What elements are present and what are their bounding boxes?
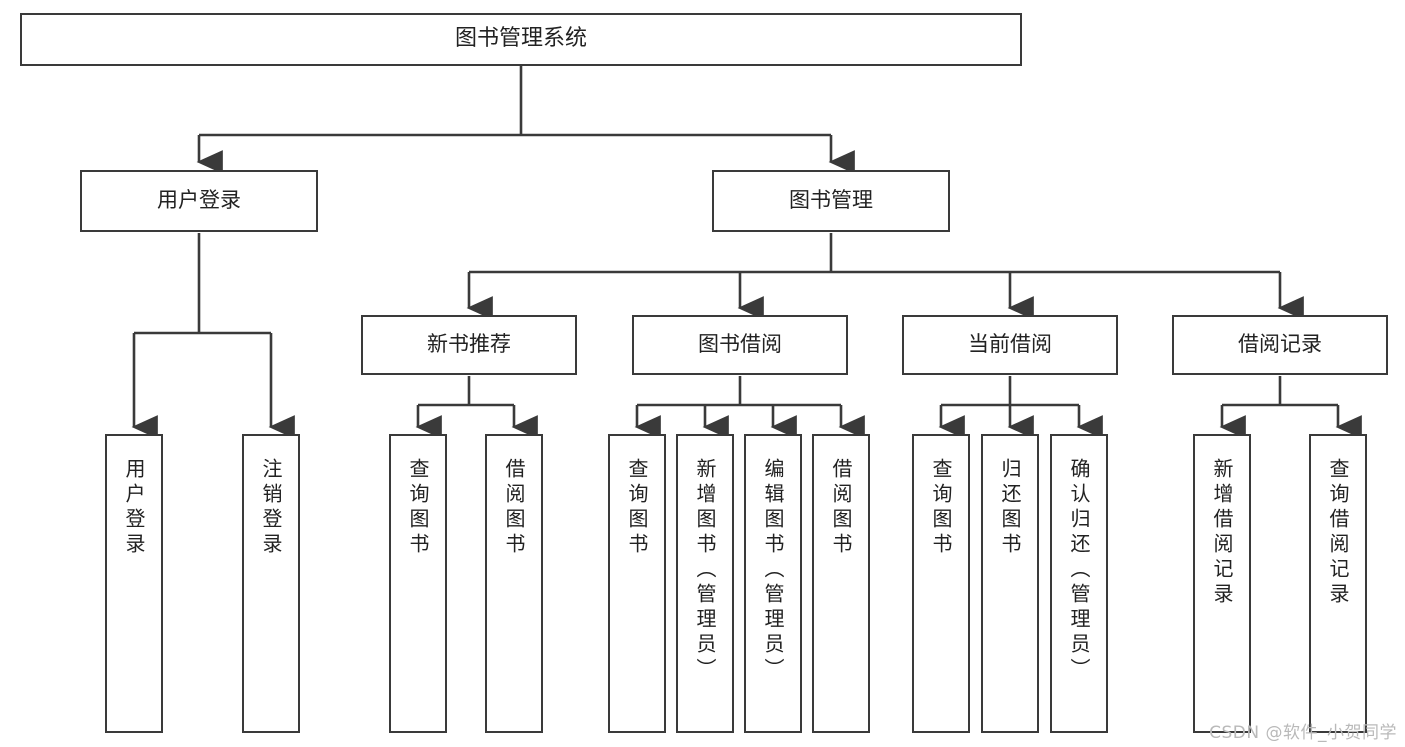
- leaf-record-add-borrow-record-label: 新增借阅记录: [1210, 458, 1234, 608]
- node-new-book-recommend-label: 新书推荐: [427, 332, 511, 357]
- leaf-user-logout[interactable]: 注销登录: [242, 434, 300, 733]
- leaf-current-confirm-return-admin-label: 确认归还（管理员）: [1067, 458, 1091, 683]
- node-root-system[interactable]: 图书管理系统: [20, 13, 1022, 66]
- node-book-management-label: 图书管理: [789, 188, 873, 213]
- node-user-login[interactable]: 用户登录: [80, 170, 318, 232]
- leaf-borrow-query-book-label: 查询图书: [625, 458, 649, 558]
- leaf-user-login[interactable]: 用户登录: [105, 434, 163, 733]
- leaf-current-query-book[interactable]: 查询图书: [912, 434, 970, 733]
- watermark-text: CSDN @软件_小贺同学: [1209, 723, 1397, 743]
- leaf-recommend-borrow-book[interactable]: 借阅图书: [485, 434, 543, 733]
- leaf-recommend-borrow-book-label: 借阅图书: [502, 458, 526, 558]
- node-current-borrow[interactable]: 当前借阅: [902, 315, 1118, 375]
- leaf-borrow-edit-book-admin-label: 编辑图书（管理员）: [761, 458, 785, 683]
- leaf-current-confirm-return-admin[interactable]: 确认归还（管理员）: [1050, 434, 1108, 733]
- leaf-borrow-add-book-admin[interactable]: 新增图书（管理员）: [676, 434, 734, 733]
- leaf-borrow-edit-book-admin[interactable]: 编辑图书（管理员）: [744, 434, 802, 733]
- node-borrow-record-label: 借阅记录: [1238, 332, 1322, 357]
- leaf-record-query-borrow-record-label: 查询借阅记录: [1326, 458, 1350, 608]
- leaf-current-return-book[interactable]: 归还图书: [981, 434, 1039, 733]
- leaf-current-return-book-label: 归还图书: [998, 458, 1022, 558]
- node-user-login-label: 用户登录: [157, 188, 241, 213]
- node-new-book-recommend[interactable]: 新书推荐: [361, 315, 577, 375]
- node-book-borrow[interactable]: 图书借阅: [632, 315, 848, 375]
- leaf-recommend-query-book-label: 查询图书: [406, 458, 430, 558]
- leaf-borrow-borrow-book[interactable]: 借阅图书: [812, 434, 870, 733]
- leaf-borrow-add-book-admin-label: 新增图书（管理员）: [693, 458, 717, 683]
- leaf-record-add-borrow-record[interactable]: 新增借阅记录: [1193, 434, 1251, 733]
- node-current-borrow-label: 当前借阅: [968, 332, 1052, 357]
- leaf-user-login-label: 用户登录: [122, 458, 146, 558]
- leaf-record-query-borrow-record[interactable]: 查询借阅记录: [1309, 434, 1367, 733]
- node-book-borrow-label: 图书借阅: [698, 332, 782, 357]
- node-book-management[interactable]: 图书管理: [712, 170, 950, 232]
- leaf-current-query-book-label: 查询图书: [929, 458, 953, 558]
- node-root-label: 图书管理系统: [454, 26, 587, 52]
- leaf-recommend-query-book[interactable]: 查询图书: [389, 434, 447, 733]
- leaf-borrow-query-book[interactable]: 查询图书: [608, 434, 666, 733]
- node-borrow-record[interactable]: 借阅记录: [1172, 315, 1388, 375]
- leaf-user-logout-label: 注销登录: [259, 458, 283, 558]
- leaf-borrow-borrow-book-label: 借阅图书: [829, 458, 853, 558]
